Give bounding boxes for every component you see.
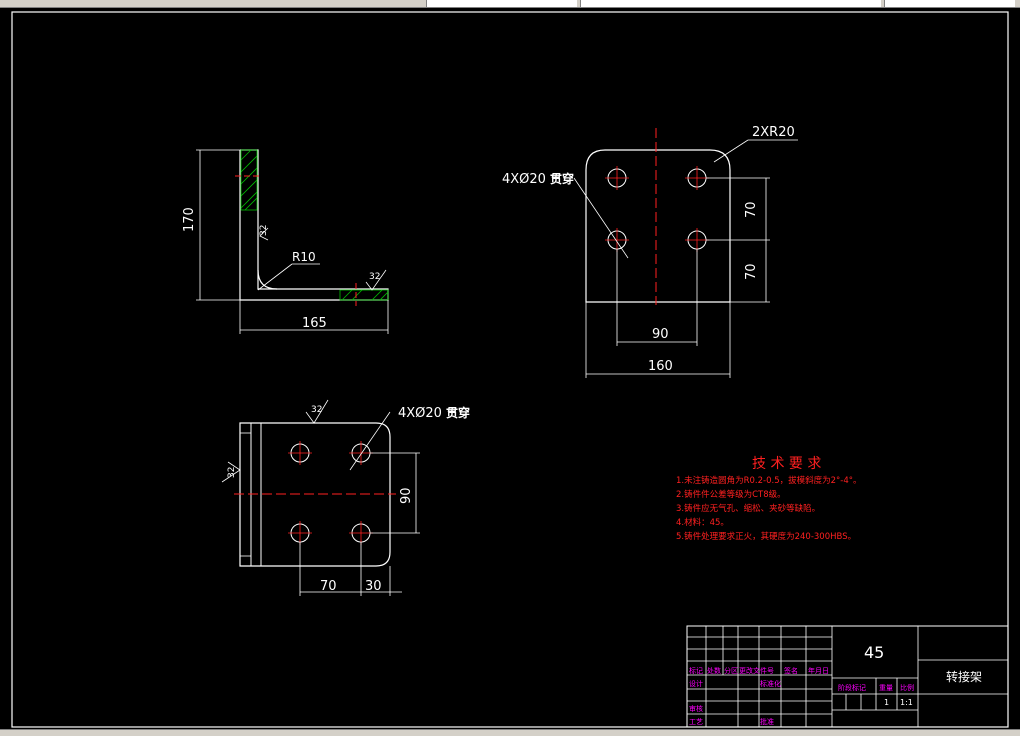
toolbar-dropdown[interactable]: [426, 0, 577, 7]
title-block: 45 转接架 标记 处数 分区 更改文件号 签名 年月日 设计 标准化 审核 工…: [686, 625, 1009, 728]
toolbar-strip: [0, 0, 1020, 8]
side-view: 70 70 90 160 4XØ20 贯穿 2XR20: [502, 125, 798, 378]
tech-req-title: 技 术 要 求: [752, 456, 821, 472]
label-approve: 批准: [760, 717, 774, 726]
label-design: 设计: [689, 679, 703, 688]
label-count: 处数: [707, 666, 721, 675]
front-view: 170 165 R10 32 32: [182, 149, 389, 334]
label-zone: 分区: [724, 666, 738, 675]
label-scale: 比例: [900, 683, 914, 692]
side-through-label: 贯穿: [550, 171, 574, 186]
label-standard: 标准化: [760, 679, 781, 688]
tech-req-item: 3.铸件应无气孔、缩松、夹砂等缺陷。: [676, 503, 820, 514]
top-hole-label: 4XØ20: [398, 406, 442, 421]
label-stage: 阶段标记: [838, 683, 866, 692]
side-dim-v2: 70: [744, 263, 759, 280]
tech-requirements: 技 术 要 求 1.未注铸造圆角为R0.2-0.5，拔模斜度为2°-4°。 2.…: [676, 456, 862, 542]
label-date: 年月日: [808, 666, 829, 675]
roughness-symbol: 32: [227, 467, 237, 478]
material-value: 45: [864, 643, 884, 662]
tech-req-item: 1.未注铸造圆角为R0.2-0.5，拔模斜度为2°-4°。: [676, 475, 862, 486]
tech-req-item: 2.铸件件公差等级为CT8级。: [676, 489, 786, 500]
top-dim-v: 90: [399, 487, 414, 504]
tech-req-item: 4.材料：45。: [676, 517, 729, 528]
side-dim-h1: 90: [652, 327, 669, 342]
roughness-symbol: 32: [311, 405, 322, 415]
label-check: 审核: [689, 704, 703, 713]
roughness-symbol: 32: [369, 272, 380, 282]
toolbar-dropdown[interactable]: [580, 0, 881, 7]
front-dim-width: 165: [302, 316, 327, 331]
radius-label: R10: [292, 250, 316, 264]
label-sign: 签名: [784, 666, 798, 675]
toolbar-dropdown[interactable]: [884, 0, 1015, 7]
top-dim-h2: 30: [365, 579, 382, 594]
label-process: 工艺: [689, 718, 703, 726]
top-dim-h1: 70: [320, 579, 337, 594]
side-dim-v1: 70: [744, 201, 759, 218]
label-weight: 重量: [879, 684, 893, 692]
drawing-border: [11, 11, 1009, 728]
label-doc: 更改文件号: [739, 666, 774, 675]
tech-req-item: 5.铸件处理要求正火，其硬度为240-300HBS。: [676, 531, 856, 542]
front-dim-height: 170: [182, 207, 197, 232]
top-through-label: 贯穿: [446, 405, 470, 420]
status-bar: [0, 729, 1020, 736]
scale-value: 1:1: [900, 698, 913, 707]
side-dim-h2: 160: [648, 359, 673, 374]
part-name: 转接架: [946, 669, 982, 684]
roughness-symbol: 32: [259, 225, 269, 236]
side-hole-label: 4XØ20: [502, 172, 546, 187]
side-corner-label: 2XR20: [752, 125, 795, 140]
qty-value: 1: [884, 698, 889, 707]
label-mark: 标记: [689, 666, 703, 675]
top-view: 90 70 30 4XØ20 贯穿 32 32: [221, 399, 470, 596]
